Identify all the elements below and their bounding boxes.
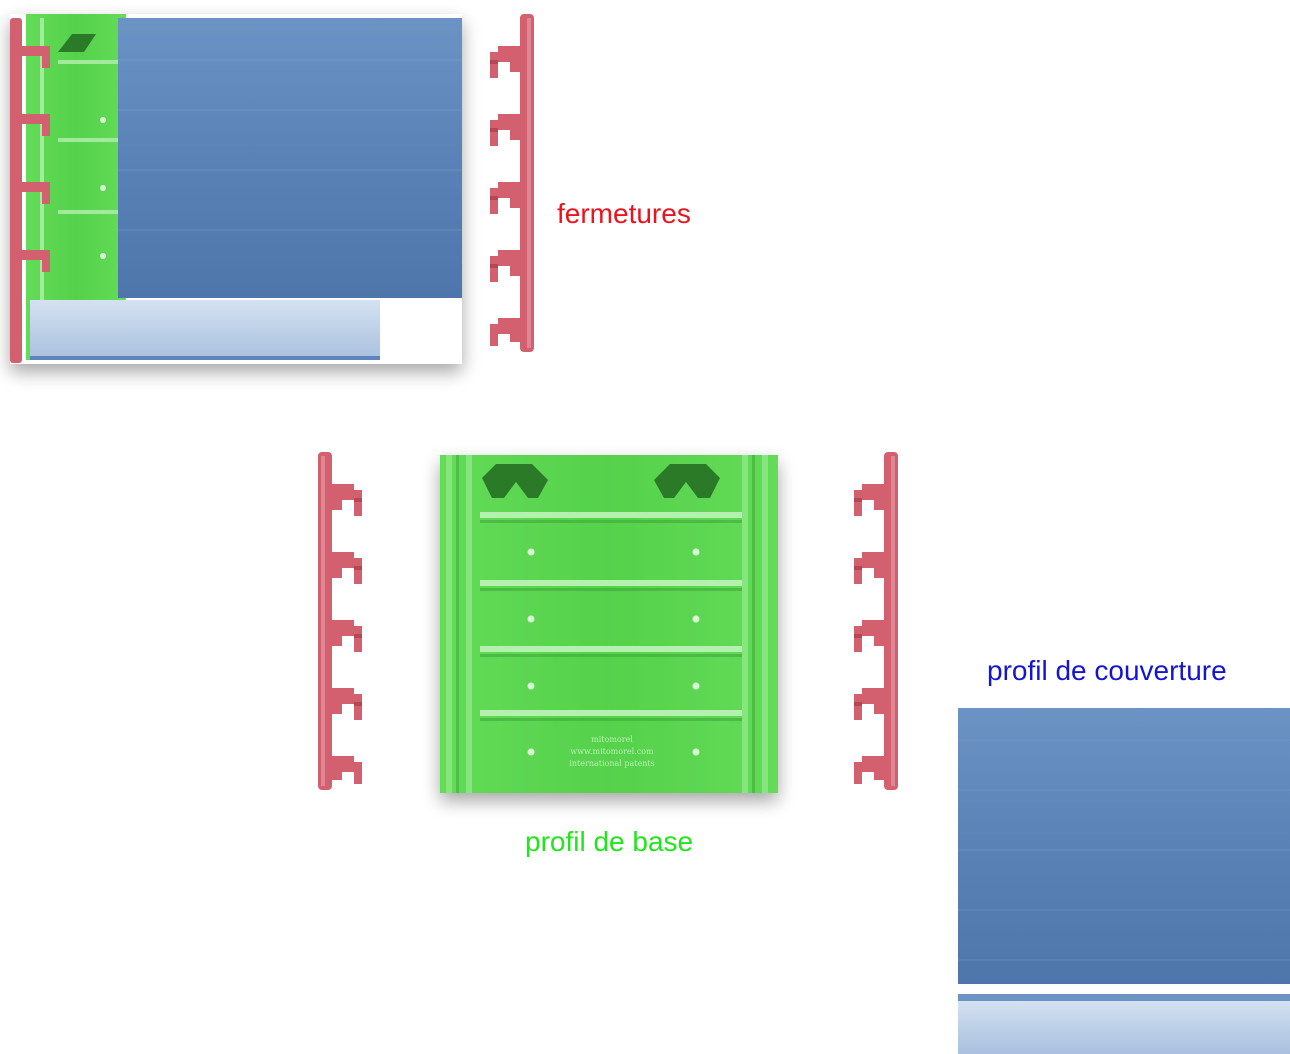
base-imprint-line-2: www.mitomorel.com [570,747,654,756]
cover-profile-part [958,708,1290,1054]
assembled-closure-rail [10,18,50,363]
base-imprint-line-1: mitomorel [591,735,633,744]
cover-profile-label: profil de couverture [987,655,1227,686]
closures-label: fermetures [557,198,691,229]
assembled-profile [10,14,462,364]
closure-rail-right [854,452,898,790]
closure-rail-left [318,452,362,790]
base-imprint-line-3: international patents [569,759,654,768]
base-imprint: mitomorel www.mitomorel.com internationa… [569,735,654,768]
closure-rail-top-right [490,14,534,352]
base-profile-label: profil de base [525,826,694,857]
base-profile-part: mitomorel www.mitomorel.com internationa… [440,455,778,793]
assembled-cover-part [118,18,462,298]
